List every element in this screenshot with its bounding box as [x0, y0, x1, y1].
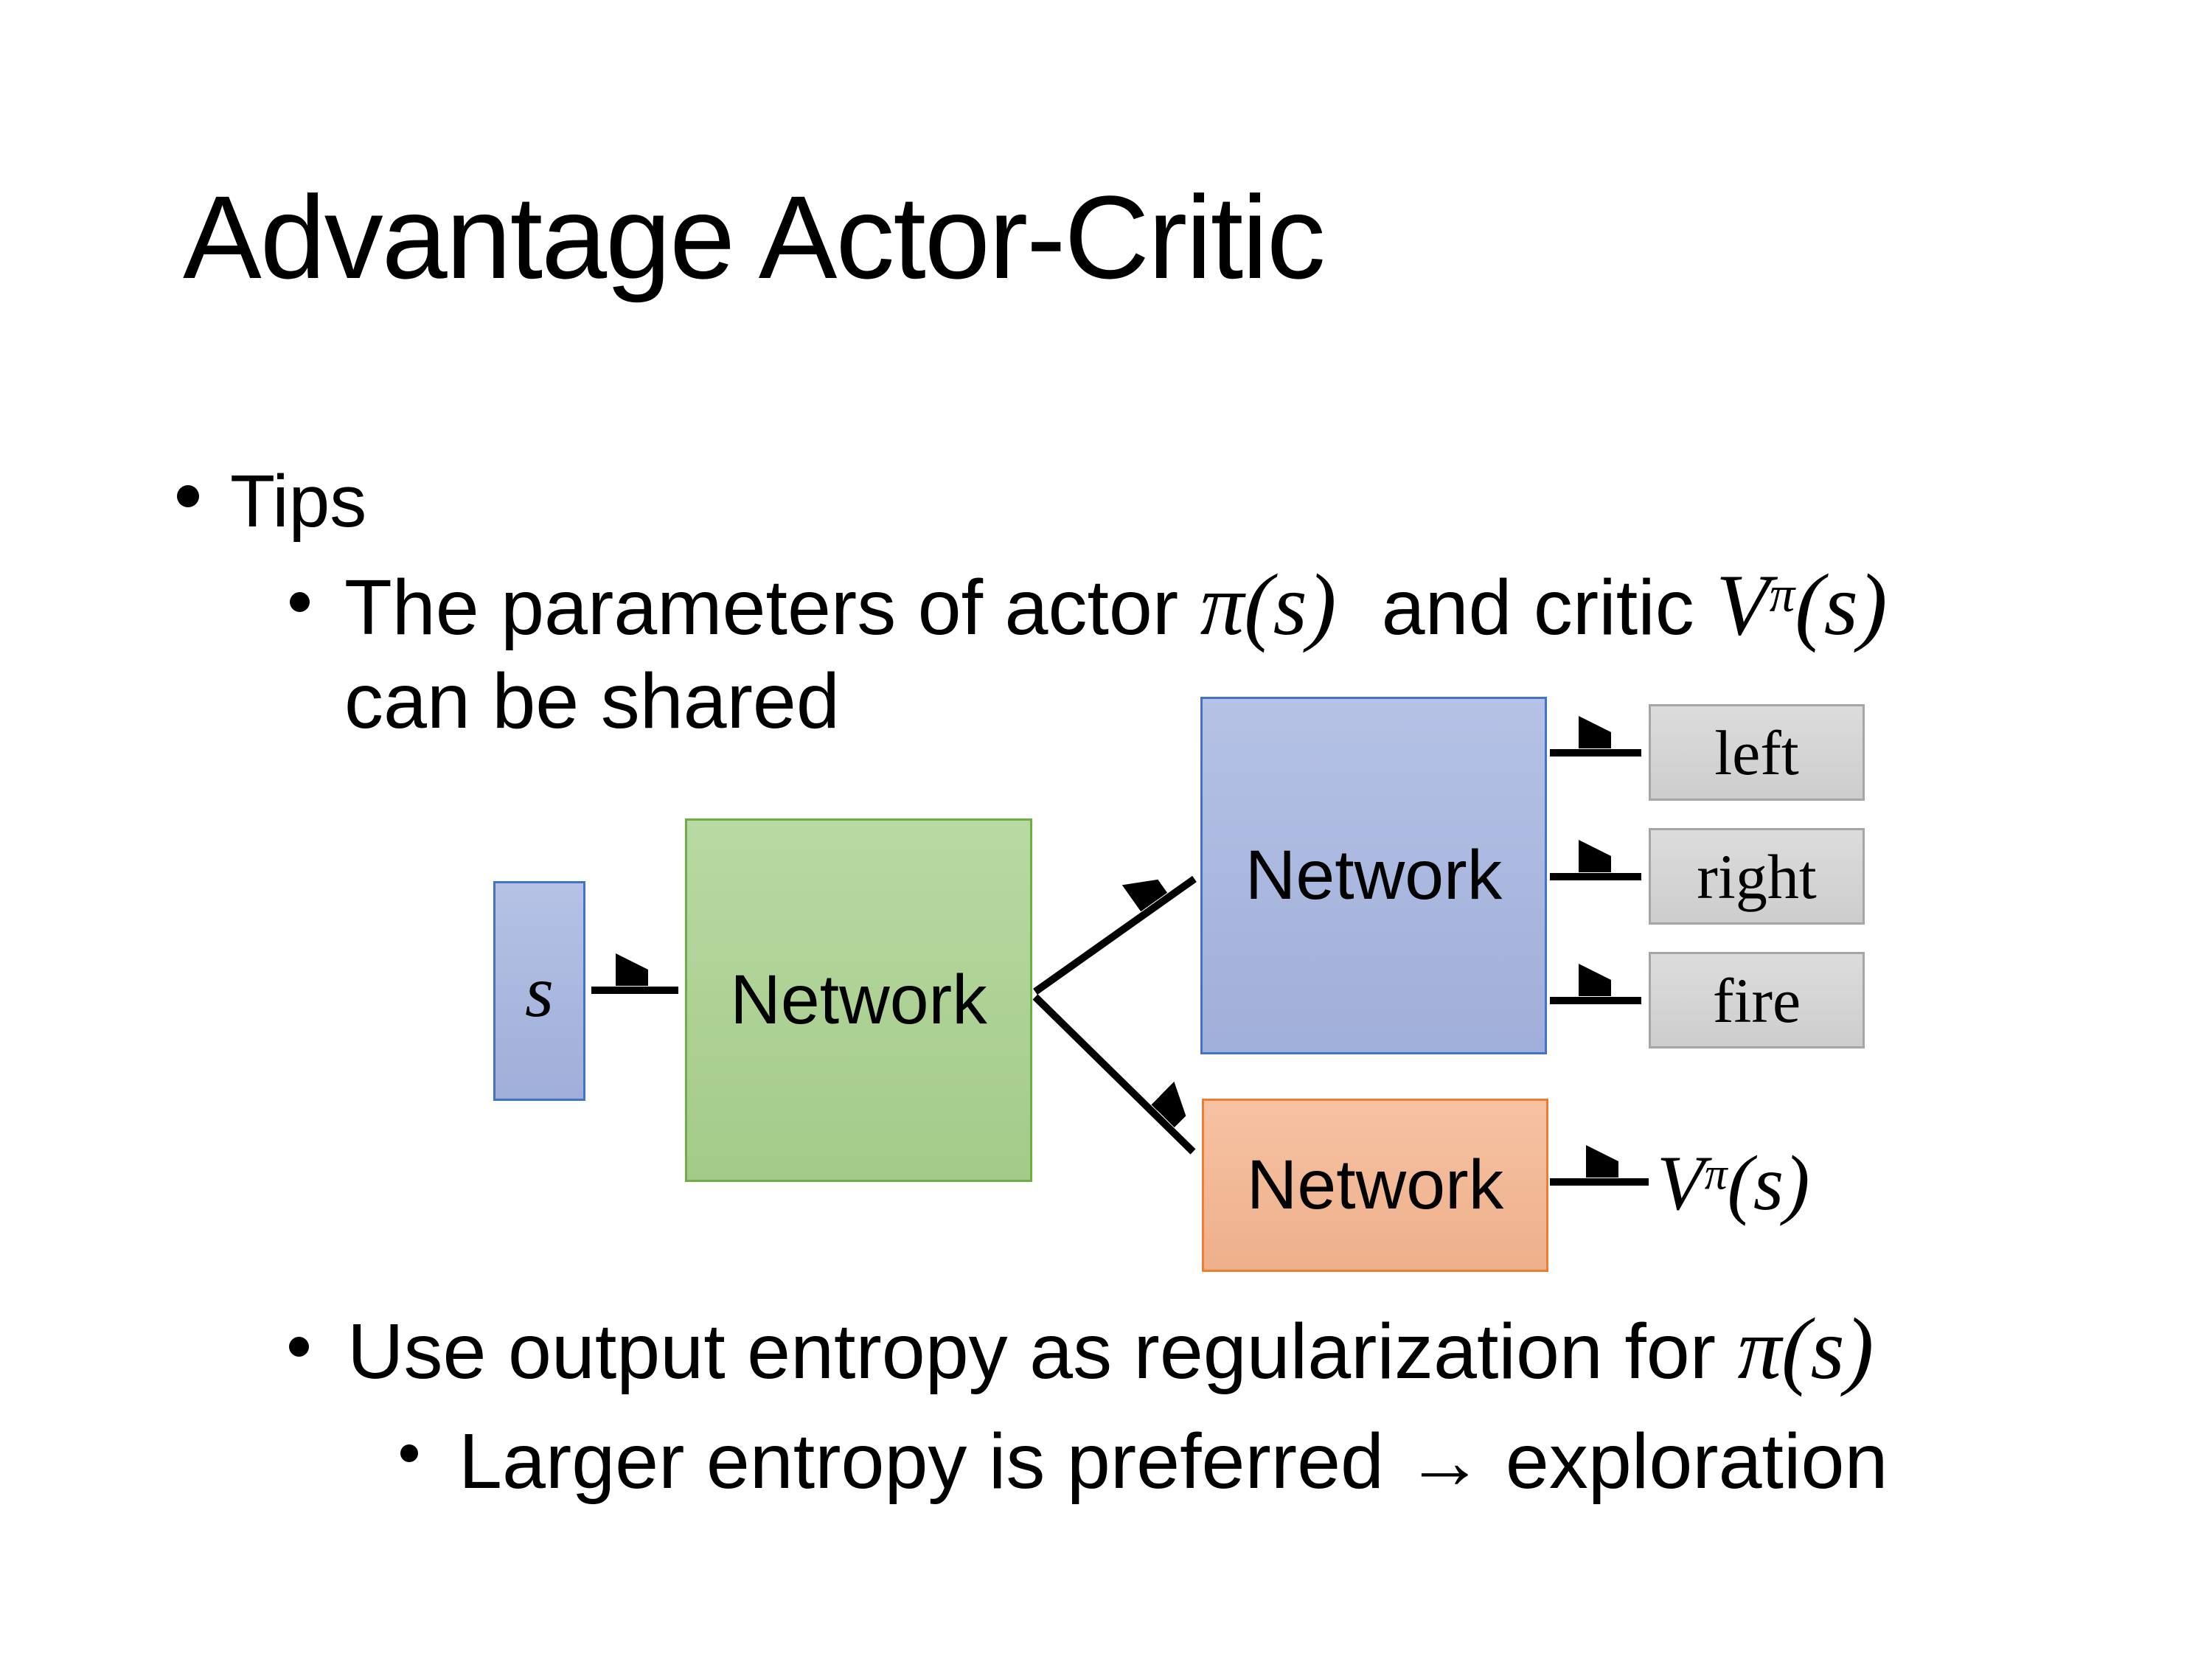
slide-title: Advantage Actor-Critic	[183, 171, 1326, 303]
critic-network-label: Network	[1246, 1146, 1504, 1224]
arrow-shared-to-critic	[1032, 994, 1193, 1155]
value-args: (s)	[1795, 556, 1888, 653]
state-input-label: s	[525, 950, 554, 1032]
bullet-dot-tips	[177, 485, 199, 507]
params-text-middle: and critic	[1360, 564, 1717, 651]
actor-policy-math: π(s)	[1200, 556, 1337, 653]
bullet-params-line1: The parameters of actor π(s) and critic …	[344, 561, 1888, 655]
bullet-params: The parameters of actor π(s) and critic …	[344, 561, 1888, 748]
value-output-pi-sup: π	[1704, 1149, 1728, 1200]
shared-network-box: Network	[685, 818, 1032, 1182]
action-label-fire: fire	[1712, 964, 1801, 1036]
bullet-dot-entropy	[289, 1337, 309, 1357]
value-pi-sup: π	[1769, 566, 1795, 623]
actor-network-box: Network	[1200, 697, 1547, 1054]
arrow-shared-to-actor	[1033, 879, 1197, 995]
entropy-policy-math: π(s)	[1737, 1300, 1874, 1397]
bullet-dot-params	[290, 592, 310, 612]
critic-network-box: Network	[1202, 1099, 1548, 1272]
params-text-prefix: The parameters of actor	[344, 564, 1200, 651]
value-output-v: V	[1657, 1140, 1705, 1226]
bullet-entropy: Use output entropy as regularization for…	[347, 1305, 1874, 1399]
action-box-right: right	[1649, 828, 1865, 925]
bullet-dot-exploration	[400, 1444, 418, 1462]
bullet-exploration: Larger entropy is preferred → exploratio…	[459, 1418, 1888, 1505]
action-box-fire: fire	[1649, 952, 1865, 1048]
critic-value-math: Vπ(s)	[1716, 556, 1887, 653]
value-output-args: (s)	[1727, 1140, 1810, 1226]
entropy-text-prefix: Use output entropy as regularization for	[347, 1308, 1738, 1395]
bullet-tips: Tips	[230, 460, 367, 543]
shared-network-label: Network	[730, 961, 987, 1039]
value-output-label: Vπ(s)	[1657, 1144, 1809, 1222]
actor-network-label: Network	[1245, 836, 1503, 914]
action-label-left: left	[1714, 717, 1799, 788]
value-v: V	[1716, 556, 1770, 653]
action-box-left: left	[1649, 704, 1865, 801]
state-input-box: s	[493, 881, 585, 1101]
action-label-right: right	[1697, 841, 1817, 912]
bullet-params-line2: can be shared	[344, 658, 840, 745]
